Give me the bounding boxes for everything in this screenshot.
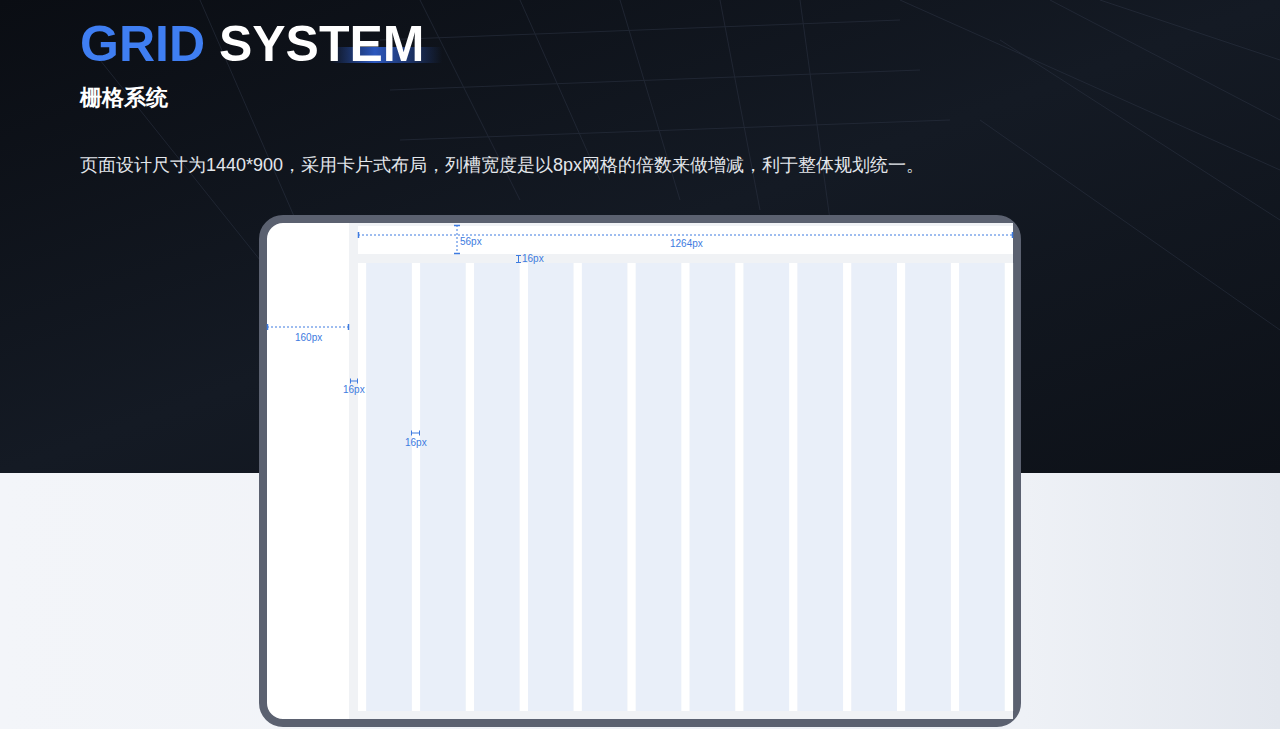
- dimension-line: [350, 381, 358, 382]
- dimension-label: 16px: [343, 384, 365, 396]
- gutter: [520, 263, 528, 711]
- dimension-label: 56px: [460, 236, 482, 248]
- gutter: [466, 263, 474, 711]
- gutter: [358, 263, 366, 711]
- dimension-tick: [454, 225, 460, 227]
- dimension-line: [518, 255, 519, 263]
- grid-column: [905, 263, 951, 711]
- dimension-tick: [357, 379, 358, 384]
- dimension-tick: [348, 324, 350, 330]
- grid-column: [851, 263, 897, 711]
- dimension-line: [267, 327, 349, 328]
- grid-column: [582, 263, 628, 711]
- grid-column: [744, 263, 790, 711]
- grid-column: [420, 263, 466, 711]
- grid-column: [636, 263, 682, 711]
- dimension-line: [358, 235, 1013, 236]
- dimension-tick: [516, 255, 521, 256]
- dimension-line: [411, 433, 420, 434]
- gutter: [897, 263, 905, 711]
- dimension-lines: [267, 225, 1013, 436]
- dimension-tick: [419, 431, 420, 436]
- gutter: [574, 263, 582, 711]
- grid-column: [690, 263, 736, 711]
- top-bar: [358, 226, 1013, 254]
- grid-column: [528, 263, 574, 711]
- dimension-label: 160px: [295, 332, 322, 344]
- gutter: [789, 263, 797, 711]
- dimension-tick: [1012, 232, 1014, 238]
- gutter: [681, 263, 689, 711]
- dimension-tick: [267, 324, 269, 330]
- dimension-tick: [454, 253, 460, 255]
- grid-column: [959, 263, 1005, 711]
- grid-column: [366, 263, 412, 711]
- title: GRID SYSTEM: [80, 19, 424, 69]
- gutter: [951, 263, 959, 711]
- dimension-tick: [516, 262, 521, 263]
- column-group: [358, 263, 1013, 711]
- gutter: [735, 263, 743, 711]
- content-area: [349, 223, 1013, 719]
- gutter: [843, 263, 851, 711]
- dimension-label: 1264px: [670, 238, 703, 250]
- device-frame: [263, 219, 1017, 723]
- dimension-tick: [358, 232, 360, 238]
- dimension-label: 16px: [405, 437, 427, 449]
- subtitle: 栅格系统: [80, 84, 168, 112]
- grid-column: [798, 263, 844, 711]
- description: 页面设计尺寸为1440*900，采用卡片式布局，列槽宽度是以8px网格的倍数来做…: [80, 152, 924, 178]
- grid-column: [474, 263, 520, 711]
- dimension-line: [457, 225, 458, 254]
- gutter: [628, 263, 636, 711]
- dimension-tick: [350, 379, 351, 384]
- gutter: [412, 263, 420, 711]
- gutter: [1005, 263, 1013, 711]
- dimension-label: 16px: [522, 253, 544, 265]
- dimension-tick: [411, 431, 412, 436]
